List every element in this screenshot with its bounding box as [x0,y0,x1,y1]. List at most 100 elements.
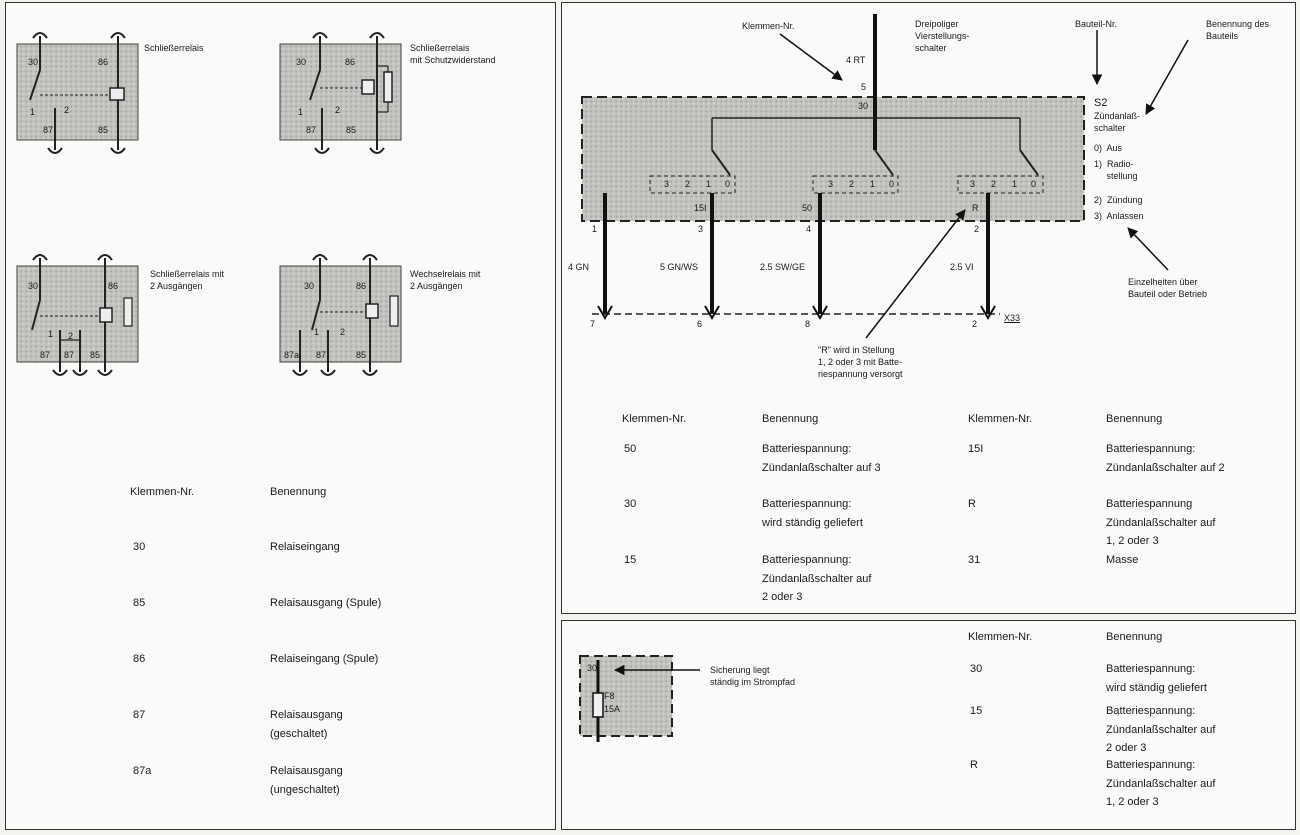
wire-label-vi: 2.5 VI [950,262,974,272]
fuse-rating: 15A [604,704,621,714]
relay-3-label: Schließerrelais mit 2 Ausgängen [150,269,225,292]
switch-position-2: 2) Zündung [1094,195,1143,205]
switch-table-r3-terminal-2: 31 [968,554,981,566]
relay-symbol-2 [279,32,402,154]
terminal-50-label: 50 [802,203,813,213]
relay-4-pin-30: 30 [304,281,315,291]
relay-2-mid-2: 2 [335,105,341,115]
relay-2-pin-87: 87 [306,125,317,135]
relay-4-mid-1: 1 [314,327,320,337]
callout-switch-type: Dreipoliger Vierstellungs- schalter [915,19,970,54]
relay-3-pin-30: 30 [28,281,39,291]
relay-table-header-name: Benennung [270,486,327,498]
pos-digit-c1: 1 [1012,179,1018,189]
details-note: Einzelheiten über Bauteil oder Betrieb [1128,277,1208,300]
switch-table-header-terminal-2: Klemmen-Nr. [968,413,1033,425]
fuse-symbol [579,655,700,742]
switch-table-r1-terminal-2: 15I [968,443,984,455]
wire-top-label: 4 RT [846,55,866,65]
fuse-table-r3-terminal: R [970,759,978,771]
switch-table-header-name-2: Benennung [1106,413,1163,425]
pos-digit-a1: 1 [706,179,712,189]
r-terminal-note: "R" wird in Stellung 1, 2 oder 3 mit Bat… [818,345,903,380]
relay-3-pin-86: 86 [108,281,119,291]
callout-arrows [779,30,1189,339]
ignition-switch-symbol [581,14,1085,320]
relay-1-label: Schließerrelais [144,43,204,53]
connector-pin-2: 2 [972,319,978,329]
relay-2-pin-85: 85 [346,125,357,135]
switch-table-header-terminal-1: Klemmen-Nr. [622,413,687,425]
fuse-table-r1-terminal: 30 [970,663,983,675]
relay-3-mid-1: 1 [48,329,54,339]
connector-pin-8: 8 [805,319,811,329]
switch-pin-2: 2 [974,224,980,234]
relay-2-mid-1: 1 [298,107,304,117]
pos-digit-a3: 3 [664,179,670,189]
switch-pin-4: 4 [806,224,812,234]
wire-top-pin: 5 [861,82,867,92]
relay-4-pin-87a: 87a [284,350,300,360]
switch-table-r3-name-1: Batteriespannung: Zündanlaßschalter auf … [762,554,872,604]
fuse-note: Sicherung liegt ständig im Strompfad [710,665,796,688]
relay-1-mid-1: 1 [30,107,36,117]
relay-table-row-2-name: Relaisausgang (Spule) [270,597,382,609]
switch-table-header-name-1: Benennung [762,413,819,425]
fuse-table-r2-terminal: 15 [970,705,983,717]
relay-3-pin-87-a: 87 [40,350,51,360]
pos-digit-c0: 0 [1031,179,1037,189]
relay-4-pin-85: 85 [356,350,367,360]
relay-table-row-3-terminal: 86 [133,653,146,665]
callout-part-number: Bauteil-Nr. [1075,19,1118,29]
switch-table-r2-terminal-1: 30 [624,498,637,510]
switch-pin-1: 1 [592,224,598,234]
relay-table-row-5-terminal: 87a [133,765,152,777]
switch-table-r1-name-1: Batteriespannung: Zündanlaßschalter auf … [762,443,881,474]
switch-table-r3-name-2: Masse [1106,554,1139,566]
connector-pin-7: 7 [590,319,596,329]
wire-label-gnws: 5 GN/WS [660,262,699,272]
pos-digit-b2: 2 [849,179,855,189]
relay-table-row-5-name: Relaisausgang (ungeschaltet) [270,765,343,796]
pos-digit-b1: 1 [870,179,876,189]
pos-digit-b3: 3 [828,179,834,189]
relay-4-pin-87: 87 [316,350,327,360]
pos-digit-a2: 2 [685,179,691,189]
relay-table-row-1-terminal: 30 [133,541,146,553]
pos-digit-c3: 3 [970,179,976,189]
fuse-table-header-terminal: Klemmen-Nr. [968,631,1033,643]
switch-table-r1-name-2: Batteriespannung: Zündanlaßschalter auf … [1106,443,1225,474]
relay-3-pin-87-b: 87 [64,350,75,360]
relay-3-mid-2: 2 [68,331,74,341]
switch-table-r1-terminal-1: 50 [624,443,637,455]
relay-1-pin-30: 30 [28,57,39,67]
wire-label-swge: 2.5 SW/GE [760,262,806,272]
fuse-table-r1-name: Batteriespannung: wird ständig geliefert [1106,663,1207,694]
pos-digit-a0: 0 [725,179,731,189]
fuse-table-header-name: Benennung [1106,631,1163,643]
relay-symbol-4 [279,254,402,376]
callout-part-name: Benennung des Bauteils [1206,19,1270,42]
connector-pin-6: 6 [697,319,703,329]
relay-4-pin-86: 86 [356,281,367,291]
relay-table-row-1-name: Relaiseingang [270,541,340,553]
terminal-r-label: R [972,203,979,213]
relay-table-row-3-name: Relaiseingang (Spule) [270,653,379,665]
relay-2-pin-86: 86 [345,57,356,67]
pos-digit-b0: 0 [889,179,895,189]
fuse-table-r3-name: Batteriespannung: Zündanlaßschalter auf … [1106,759,1216,809]
terminal-30-label: 30 [858,101,869,111]
switch-position-3: 3) Anlassen [1094,211,1144,221]
relay-table-row-4-name: Relaisausgang (geschaltet) [270,709,343,740]
relay-2-label: Schließerrelais mit Schutzwiderstand [410,43,496,66]
relay-table-header-terminal: Klemmen-Nr. [130,486,195,498]
fuse-id: F8 [604,691,615,701]
relay-table-row-4-terminal: 87 [133,709,146,721]
fuse-terminal-30: 30 [587,663,598,673]
relay-2-pin-30: 30 [296,57,307,67]
switch-position-0: 0) Aus [1094,143,1123,153]
switch-table-r2-terminal-2: R [968,498,976,510]
pos-digit-c2: 2 [991,179,997,189]
relay-symbol-1 [16,32,139,154]
